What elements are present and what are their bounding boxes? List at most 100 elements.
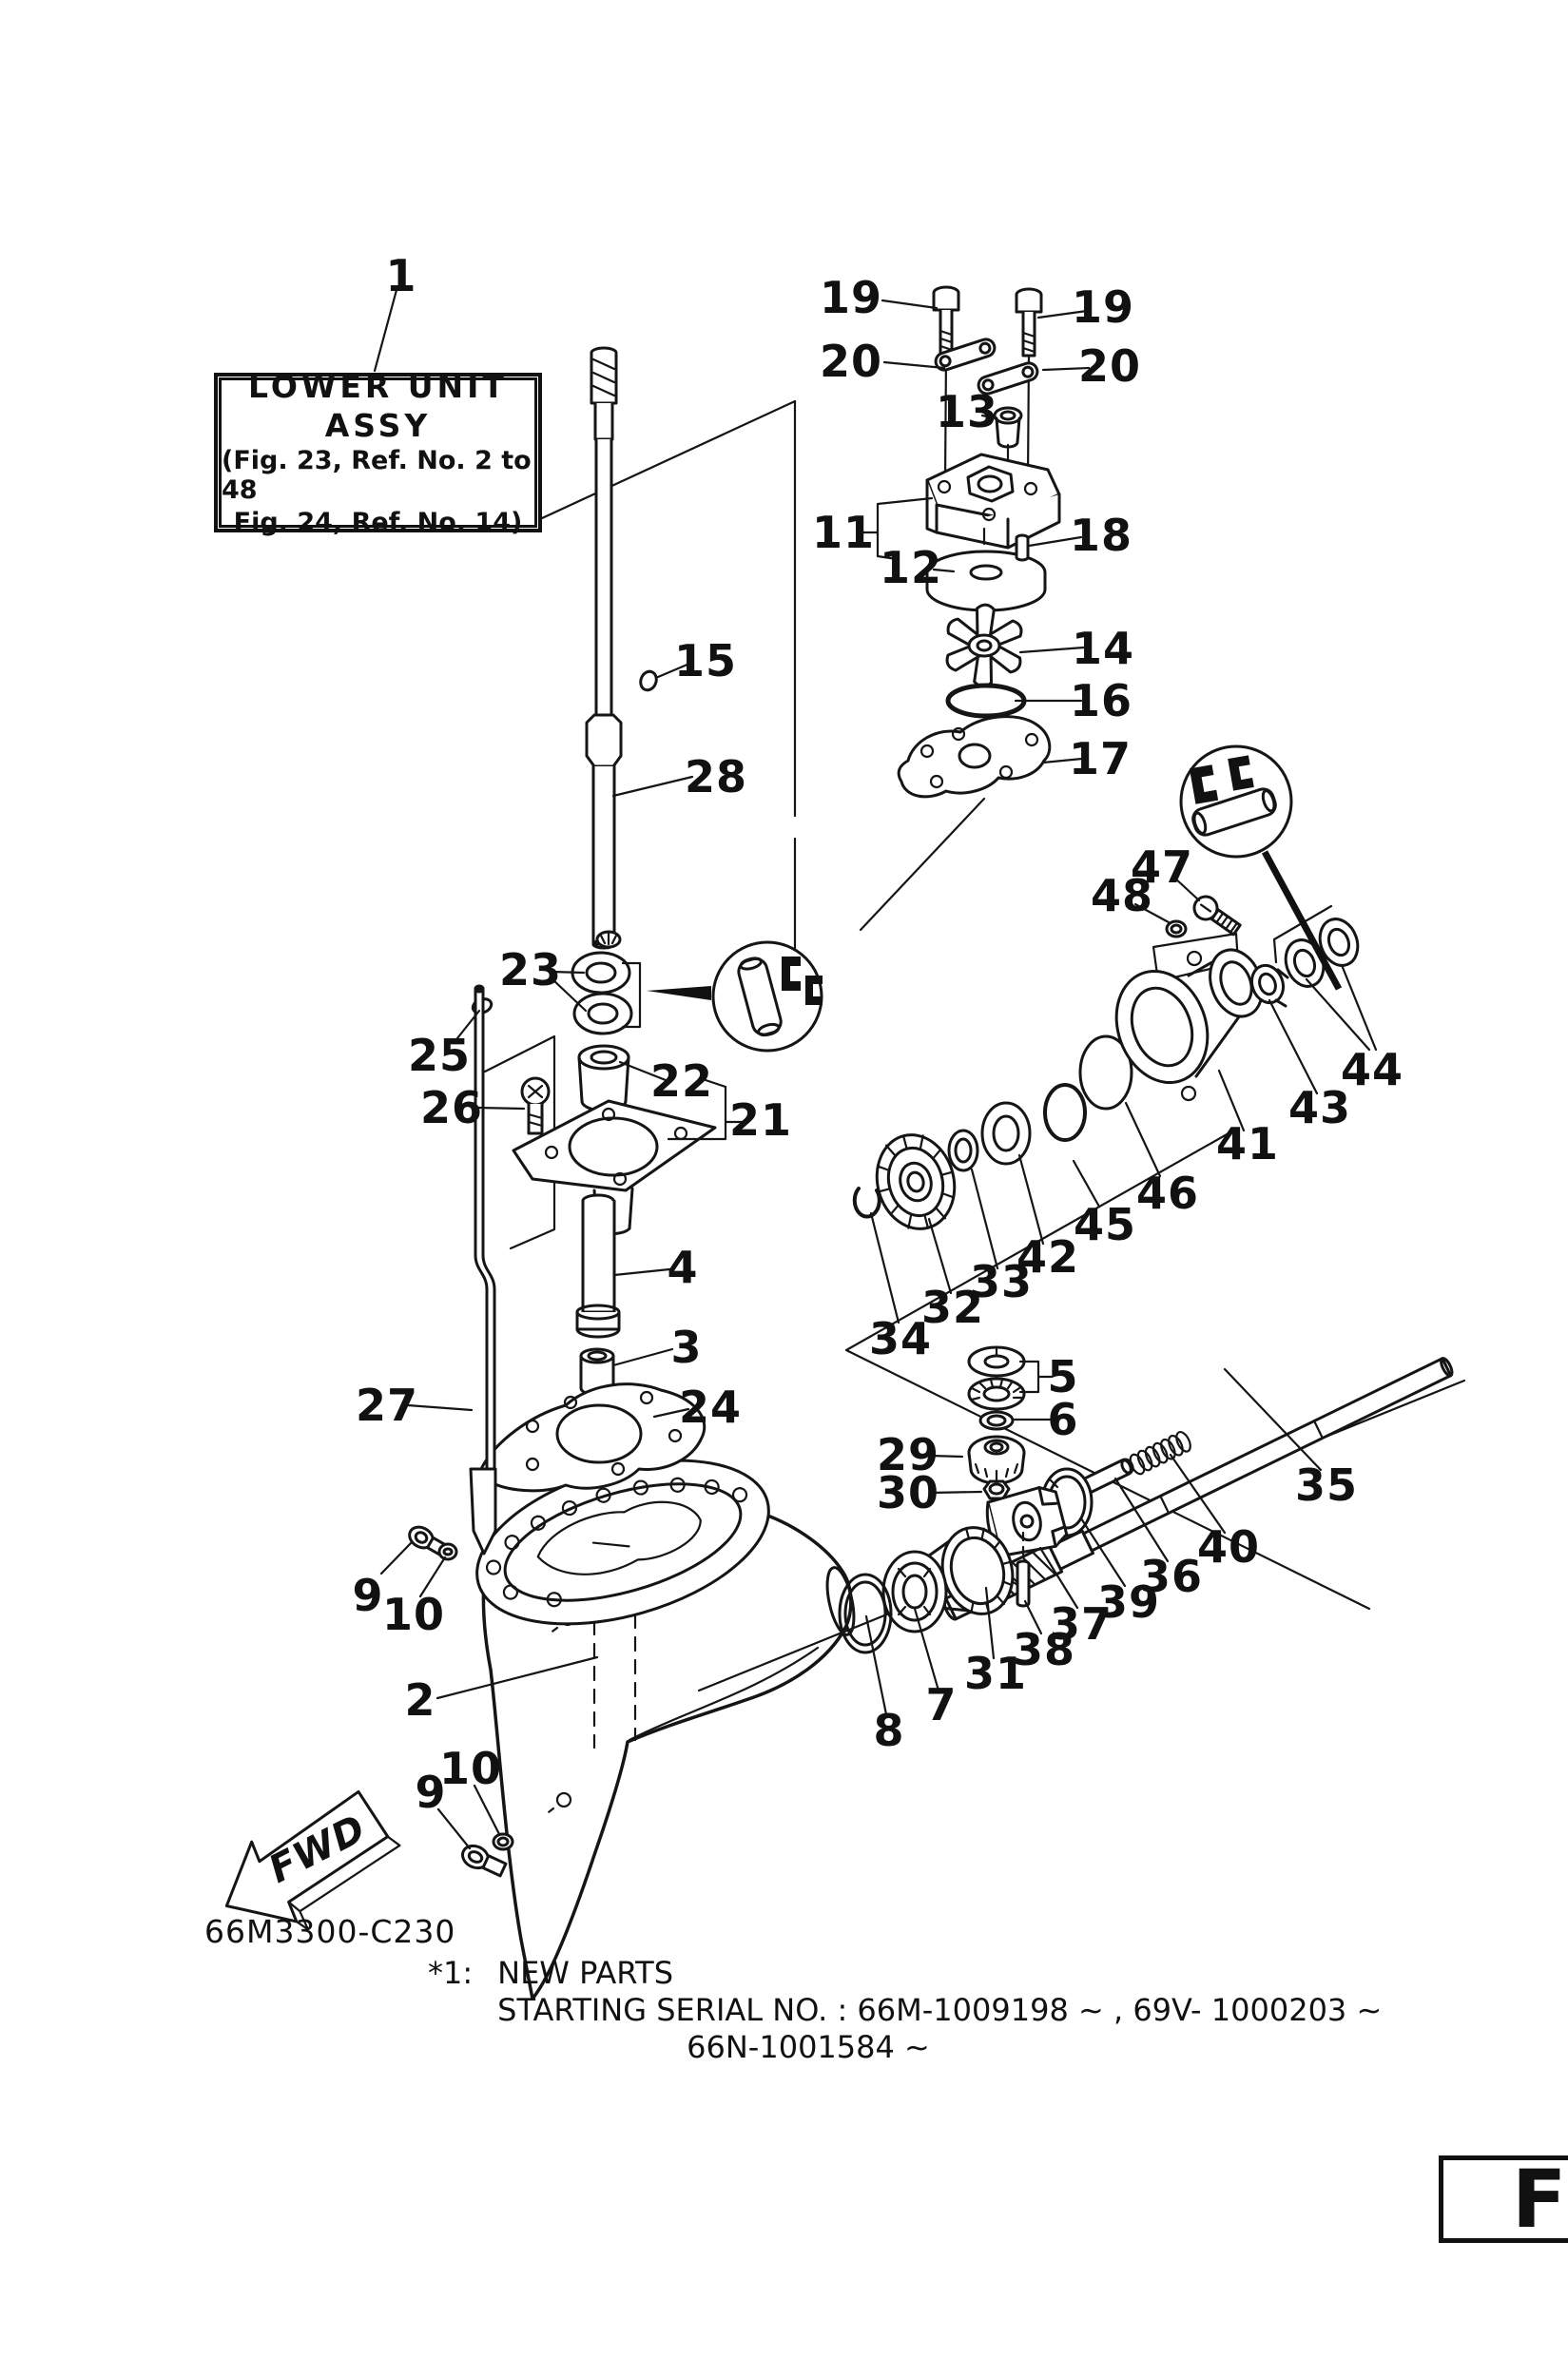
callout-46: 46 <box>1135 1168 1200 1219</box>
seal-8 <box>838 1573 893 1654</box>
callout-29: 29 <box>876 1429 940 1480</box>
callout-12: 12 <box>879 542 943 593</box>
washer-48 <box>1165 919 1188 938</box>
pin-18 <box>1015 533 1030 562</box>
drive-shaft <box>585 346 623 950</box>
callout-11: 11 <box>811 507 876 558</box>
title-line-1: LOWER UNIT <box>248 368 508 406</box>
callout-42: 42 <box>1016 1231 1080 1283</box>
callout-4: 4 <box>667 1242 699 1293</box>
pump-plate-12 <box>925 550 1047 612</box>
callout-20: 20 <box>1077 340 1142 392</box>
footnote-line-1: NEW PARTS <box>497 1955 674 1991</box>
drawing-number: 66M3300-C230 <box>204 1913 456 1950</box>
bearing-detail-circle <box>711 940 823 1053</box>
callout-35: 35 <box>1294 1459 1359 1511</box>
callout-30: 30 <box>876 1467 940 1518</box>
callout-5: 5 <box>1047 1351 1079 1402</box>
callout-37: 37 <box>1049 1598 1113 1650</box>
callout-45: 45 <box>1073 1199 1137 1250</box>
callout-23: 23 <box>498 944 563 995</box>
callout-25: 25 <box>407 1030 472 1081</box>
callout-48: 48 <box>1090 870 1154 921</box>
callout-34: 34 <box>868 1313 933 1364</box>
callout-20: 20 <box>819 336 883 387</box>
callout-14: 14 <box>1071 623 1135 674</box>
callout-26: 26 <box>419 1082 484 1133</box>
gear-29 <box>967 1435 1026 1485</box>
nut-30 <box>982 1479 1011 1500</box>
o-ring-45 <box>1043 1083 1087 1142</box>
screw-47 <box>1192 895 1242 937</box>
washer-10-upper <box>437 1542 458 1561</box>
o-ring-16 <box>945 683 1027 719</box>
gasket-17 <box>897 715 1052 799</box>
callout-9: 9 <box>415 1767 447 1818</box>
footnote: *1: NEW PARTS STARTING SERIAL NO. : 66M-… <box>428 1955 1383 2066</box>
fwd-arrow-icon <box>224 1789 401 1931</box>
gear-case <box>475 1459 856 2000</box>
callout-1: 1 <box>385 250 417 301</box>
footnote-line-2: STARTING SERIAL NO. : 66M-1009198 ~ , 69… <box>497 1992 1383 2029</box>
bushing-13 <box>993 406 1023 449</box>
footnote-ref: *1: <box>428 1955 474 1991</box>
bearing-carrier-41 <box>1114 948 1264 1102</box>
plate-20-right <box>977 361 1039 396</box>
title-line-4: Fig. 24, Ref. No. 14) <box>233 507 523 537</box>
callout-2: 2 <box>404 1674 436 1726</box>
pin-detail-circle <box>1179 744 1343 991</box>
pinion-gear-32 <box>875 1133 957 1230</box>
screw-26 <box>520 1076 551 1135</box>
footnote-line-3: 66N-1001584 ~ <box>687 2029 930 2066</box>
callout-16: 16 <box>1069 675 1133 726</box>
callout-47: 47 <box>1130 841 1194 893</box>
callout-28: 28 <box>684 751 748 802</box>
callout-3: 3 <box>670 1322 703 1373</box>
clip-15 <box>639 669 658 692</box>
callout-10: 10 <box>381 1589 446 1640</box>
callout-22: 22 <box>649 1055 714 1107</box>
title-line-2: ASSY <box>324 407 432 445</box>
callout-40: 40 <box>1196 1521 1261 1573</box>
gasket-24 <box>477 1382 707 1493</box>
callout-17: 17 <box>1068 733 1132 784</box>
callout-8: 8 <box>873 1705 905 1756</box>
title-box-inner: LOWER UNIT ASSY (Fig. 23, Ref. No. 2 to … <box>219 368 537 537</box>
callout-38: 38 <box>1012 1624 1076 1675</box>
callout-44: 44 <box>1340 1044 1404 1095</box>
spring-40 <box>1129 1430 1191 1476</box>
callout-39: 39 <box>1096 1576 1161 1628</box>
callout-15: 15 <box>673 635 738 686</box>
callout-41: 41 <box>1215 1118 1280 1169</box>
impeller-14 <box>945 603 1023 688</box>
callout-9: 9 <box>352 1570 384 1621</box>
washer-10-lower <box>492 1832 514 1851</box>
callout-18: 18 <box>1069 510 1133 561</box>
bushing-22 <box>577 1044 630 1112</box>
pin-38 <box>1016 1531 1031 1608</box>
plate-20-left <box>934 338 997 372</box>
callout-19: 19 <box>1071 281 1135 333</box>
callout-21: 21 <box>728 1094 793 1146</box>
clutch-dog-37 <box>985 1486 1069 1557</box>
bearing-set-23 <box>571 930 711 1035</box>
seals-44 <box>1284 918 1360 988</box>
callout-33: 33 <box>969 1256 1034 1307</box>
washer-set-5 <box>967 1345 1026 1411</box>
bolt-19-left <box>932 285 960 356</box>
callout-36: 36 <box>1139 1551 1204 1602</box>
title-box: LOWER UNIT ASSY (Fig. 23, Ref. No. 2 to … <box>214 368 542 537</box>
bushing-43 <box>1249 963 1289 1008</box>
screw-9-lower <box>460 1844 508 1878</box>
callout-43: 43 <box>1287 1082 1352 1133</box>
title-line-3: (Fig. 23, Ref. No. 2 to 48 <box>222 446 532 506</box>
footnote-lines: NEW PARTS STARTING SERIAL NO. : 66M-1009… <box>497 1955 1383 2066</box>
gear-case-flange <box>475 1459 770 1626</box>
washer-6 <box>978 1410 1015 1431</box>
pump-housing-11 <box>925 453 1061 550</box>
callout-10: 10 <box>438 1743 503 1794</box>
callout-19: 19 <box>819 272 883 323</box>
bushing-3 <box>579 1347 615 1397</box>
